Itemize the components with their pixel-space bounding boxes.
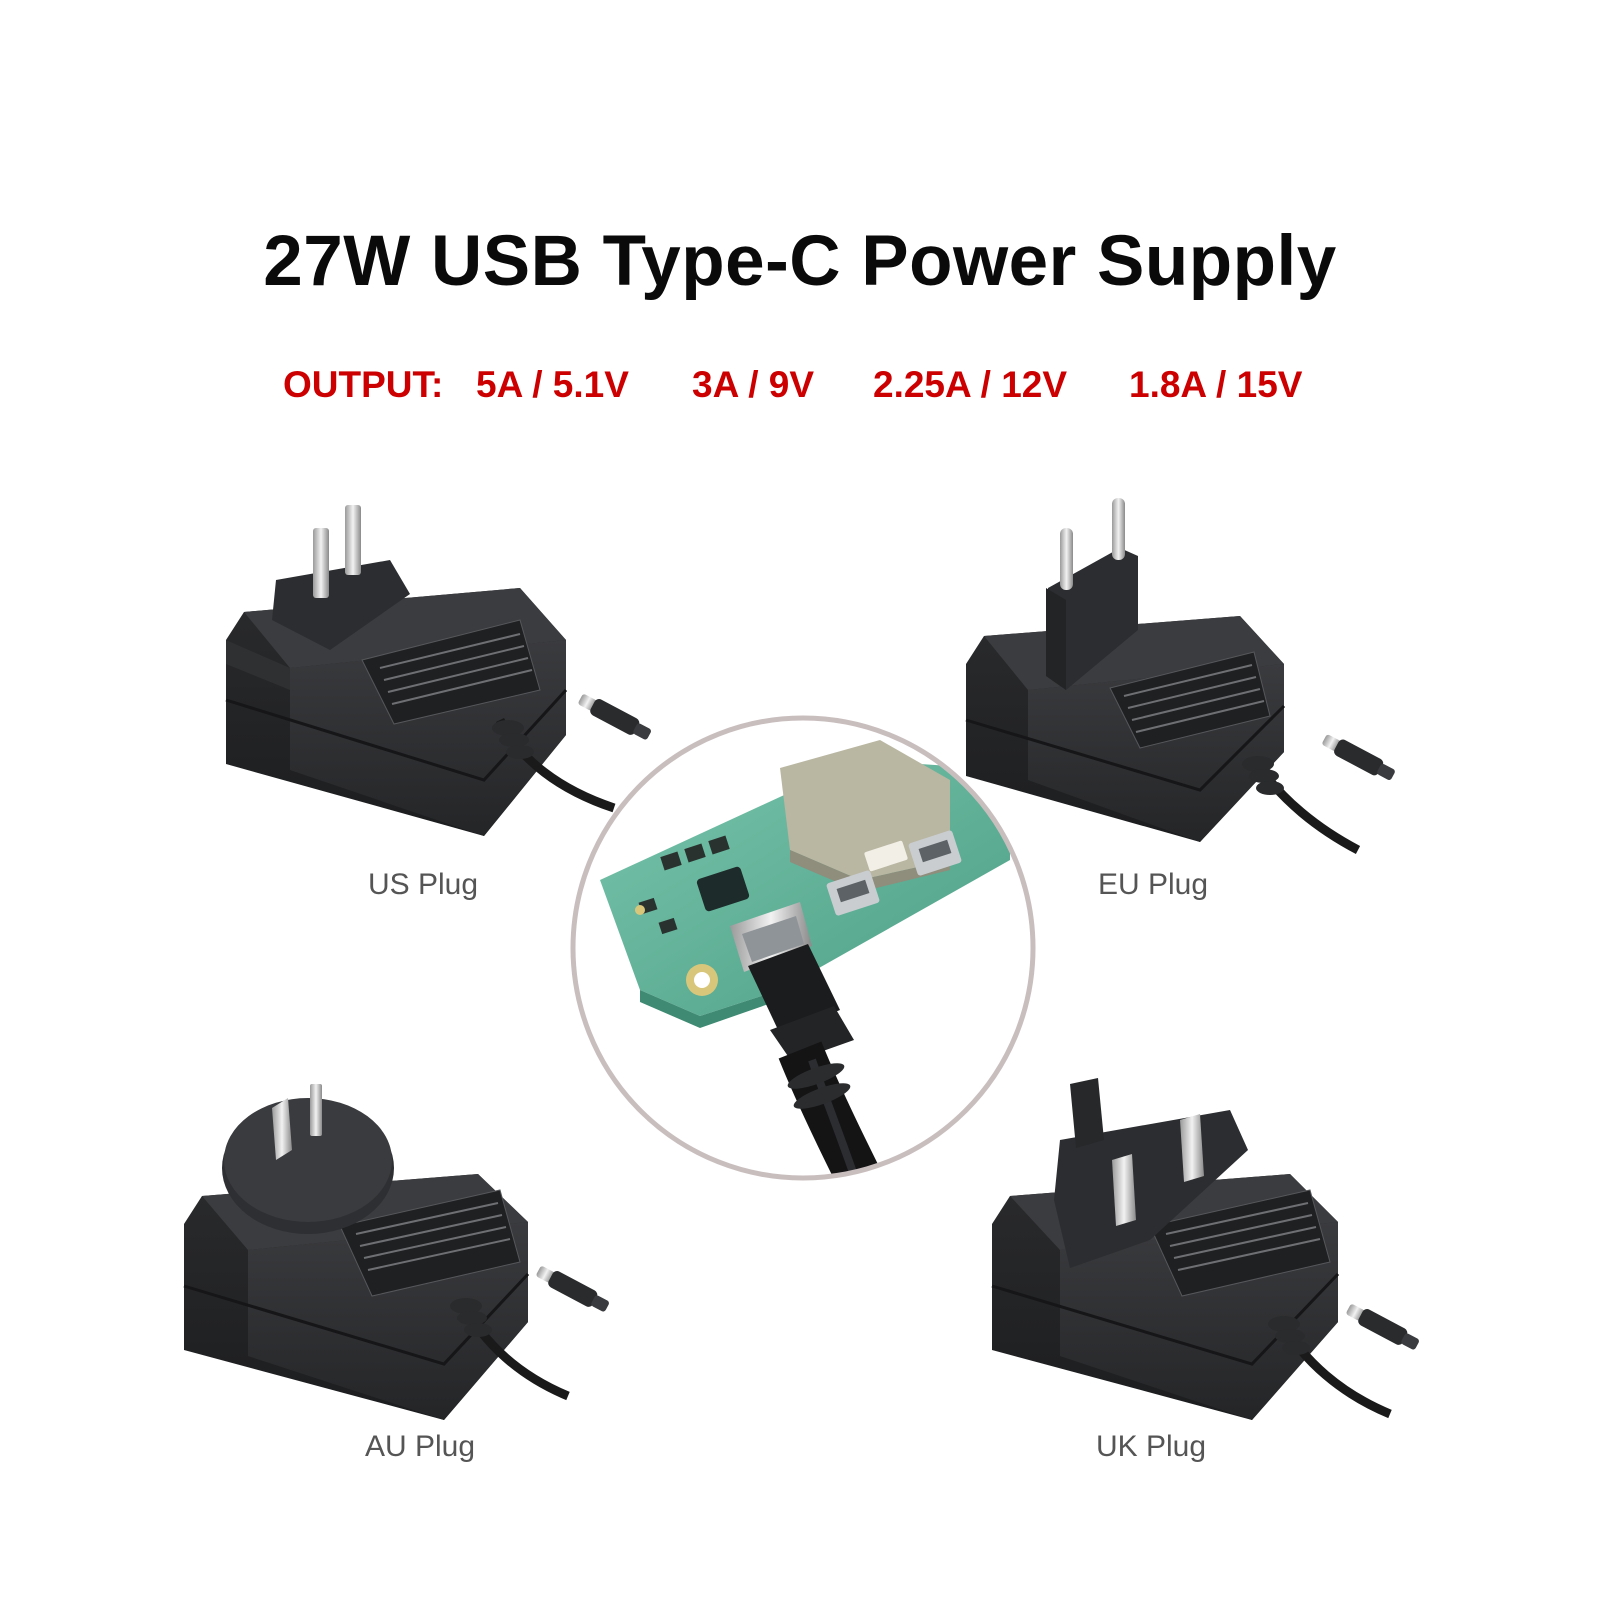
us-adapter [225,505,651,836]
output-label: OUTPUT: [283,364,444,405]
output-rating: 5A / 5.1V [476,364,629,405]
output-rating: 2.25A / 12V [873,364,1068,405]
output-specs: OUTPUT: 5A / 5.1V 3A / 9V 2.25A / 12V 1.… [0,366,1600,416]
us-plug-caption: US Plug [368,868,479,901]
uk-plug-caption: UK Plug [1096,1430,1207,1463]
eu-plug-caption: EU Plug [1098,868,1209,901]
output-rating: 1.8A / 15V [1129,364,1303,405]
page-title: 27W USB Type-C Power Supply [263,222,1337,301]
au-adapter [183,1084,609,1420]
eu-adapter [965,498,1395,854]
output-rating: 3A / 9V [692,364,815,405]
au-plug-caption: AU Plug [365,1430,476,1463]
board-closeup [570,715,1036,1181]
uk-adapter [991,1078,1419,1420]
